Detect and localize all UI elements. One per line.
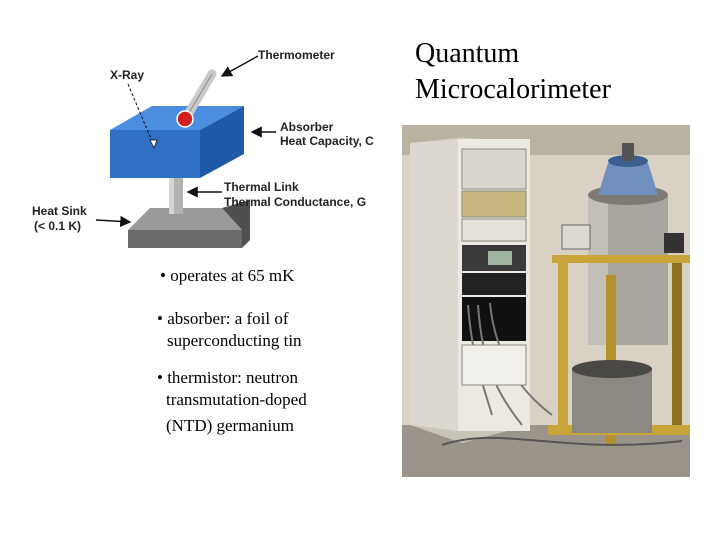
cryostat-neck [622,143,634,161]
heat-sink-top [128,208,242,230]
thermal-link-highlight [169,172,174,214]
thermometer-label: Thermometer [258,48,335,62]
rack-module-cables [462,297,526,341]
heat-sink-arrow [95,215,132,228]
bullet-3-line-1: • thermistor: neutron [157,368,298,387]
gold-frame-leg-center [606,275,616,445]
floor-cables [441,436,683,446]
rack-module-meter [461,190,527,218]
bullet-thermistor: • thermistor: neutron transmutation-dope… [157,367,307,437]
rack-module-lower [461,344,527,386]
cryostat-highlight [588,195,608,345]
microcalorimeter-diagram [95,55,276,248]
bullet-3-line-2: transmutation-doped [166,390,307,409]
absorber-label: Absorber [280,120,334,134]
rack-side-panel [410,139,458,431]
bullet-2-line-1: • absorber: a foil of [157,309,289,328]
rack-module-black [462,273,526,295]
heat-capacity-label: Heat Capacity, C [280,134,374,148]
rack-module-panel [461,148,527,190]
heat-sink-label: Heat Sink [32,204,87,218]
instrument-photo [402,125,690,477]
cryostat-dome [598,163,658,195]
rack-screen [488,251,512,265]
thermometer-arrow [220,55,259,77]
xray-path [127,83,155,147]
thermometer-scale [185,73,213,119]
cryostat-port-right [664,233,684,253]
heat-sink-temp-label: (< 0.1 K) [34,219,82,233]
dewar-bucket [572,369,652,433]
bullet-3-line-3: (NTD) germanium [166,416,294,435]
gold-frame-leg-right [672,263,682,433]
absorber-side [200,106,244,178]
thermometer-bulb [176,110,194,128]
rack-module-controls [461,218,527,242]
heat-sink-front [128,230,242,248]
xray-arrowhead [149,139,158,149]
xray-label: X-Ray [110,68,145,82]
bullet-operating-temp: • operates at 65 mK [160,265,294,287]
slide-title: Quantum Microcalorimeter [415,36,611,108]
thermal-link-label: Thermal Link [224,180,299,194]
absorber-front [110,130,200,178]
gold-frame-leg-left [558,263,568,433]
title-line-2: Microcalorimeter [415,74,611,105]
bullet-2-line-2: superconducting tin [167,331,302,350]
gold-frame-top-rail [552,255,690,263]
dewar-opening [572,360,652,378]
heat-sink-side [222,200,250,248]
bullet-1-line-1: • operates at 65 mK [160,266,295,285]
bullet-absorber: • absorber: a foil of superconducting ti… [157,308,302,352]
thermal-conductance-label: Thermal Conductance, G [224,195,367,209]
title-line-1: Quantum [415,38,520,69]
cryostat-port-left [561,224,591,250]
